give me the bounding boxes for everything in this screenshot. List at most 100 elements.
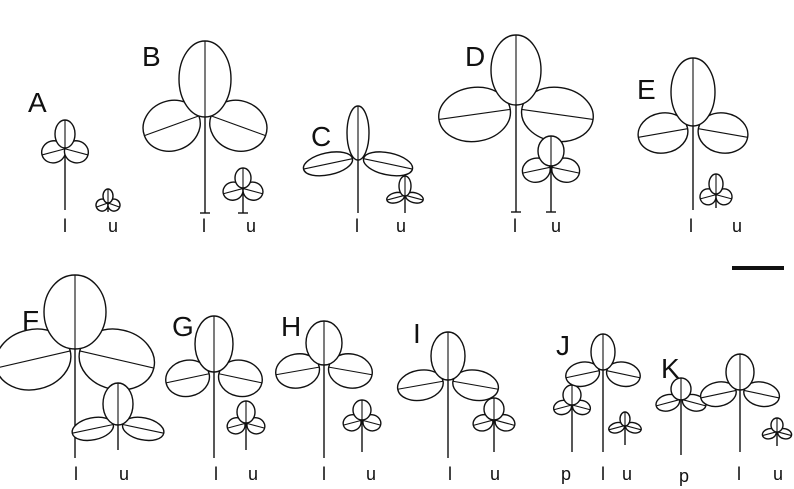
leaflet-midrib	[72, 423, 114, 434]
leaflet-midrib	[363, 419, 381, 426]
panel-letter: H	[281, 311, 301, 342]
leaflet	[697, 112, 749, 154]
panel-letter: C	[311, 121, 331, 152]
trifoliate-leaf	[472, 397, 516, 452]
leaflet-midrib	[386, 194, 405, 201]
leaflet-midrib	[716, 194, 732, 200]
trifoliate-leaf	[521, 135, 581, 213]
leaflet-midrib	[551, 166, 580, 174]
leaflet-midrib	[79, 350, 154, 369]
leaflet	[327, 353, 373, 389]
leaflet-midrib	[405, 194, 424, 201]
leaflet	[302, 151, 354, 177]
trifoliate-leaf	[699, 353, 781, 452]
leaf-type-label: l	[689, 216, 693, 236]
leaflet	[142, 99, 201, 152]
leaflet-midrib	[608, 425, 625, 431]
leaflet	[490, 34, 542, 106]
leaf-type-label: u	[773, 464, 783, 484]
leaf-type-label: l	[513, 216, 517, 236]
leaflet-midrib	[777, 431, 792, 437]
leaflet	[71, 416, 115, 442]
trifoliate-leaf	[226, 400, 266, 450]
leaflet	[362, 151, 414, 177]
trifoliate-leaf	[565, 333, 641, 452]
leaflet	[619, 411, 631, 427]
trifoliate-leaf	[71, 382, 165, 450]
leaf-type-label: u	[622, 464, 632, 484]
trifoliate-leaf	[40, 119, 90, 210]
trifoliate-leaf	[438, 34, 594, 213]
leaf-type-label: l	[63, 216, 67, 236]
trifoliate-leaf	[165, 315, 263, 458]
leaflet	[562, 384, 582, 406]
leaflet	[699, 381, 737, 408]
leaf-type-label: l	[74, 464, 78, 484]
leaflet-midrib	[108, 202, 120, 208]
leaflet-midrib	[122, 423, 164, 434]
leaf-type-label: l	[355, 216, 359, 236]
leaflet-midrib	[572, 404, 591, 411]
leaflet-midrib	[243, 188, 263, 195]
leaflet	[43, 274, 107, 350]
leaflet	[452, 369, 500, 402]
leaf-type-label: u	[366, 464, 376, 484]
trifoliate-leaf	[552, 384, 592, 452]
trifoliate-leaf	[0, 274, 156, 458]
leaf-type-label: u	[108, 216, 118, 236]
leaflet	[637, 112, 689, 154]
leaflet-midrib	[247, 422, 265, 429]
trifoliate-leaf	[222, 167, 264, 214]
leaflet	[743, 381, 781, 408]
leaflet-midrib	[625, 425, 642, 431]
leaf-type-label: u	[732, 216, 742, 236]
leaflet-midrib	[700, 389, 737, 399]
leaflet-midrib	[606, 370, 641, 379]
leaflet-midrib	[165, 373, 210, 384]
leaflet	[670, 57, 716, 127]
leaflet-midrib	[363, 158, 413, 170]
panel-letter: F	[22, 305, 39, 336]
leaflet-midrib	[638, 128, 688, 138]
leaf-type-label: u	[551, 216, 561, 236]
leaflet	[608, 421, 626, 434]
leaflet	[565, 361, 601, 388]
leaflet-midrib	[144, 115, 200, 137]
trifoliate-leaf	[608, 411, 642, 445]
leaflet-midrib	[0, 350, 71, 369]
trifoliate-leaf	[275, 320, 373, 458]
leaflet	[275, 353, 321, 389]
leaflet	[236, 400, 256, 424]
leaflet	[551, 157, 581, 183]
leaflet-midrib	[41, 148, 66, 156]
leaflet	[708, 173, 724, 195]
leaflet	[605, 361, 641, 388]
leaflet	[483, 397, 505, 421]
leaflet-midrib	[275, 366, 320, 376]
leaflet	[194, 315, 234, 373]
trifoliate-leaf	[342, 399, 382, 452]
leaflet	[102, 382, 134, 426]
leaflet	[404, 191, 424, 204]
leaflet	[770, 417, 784, 433]
leaf-type-label: l	[601, 464, 605, 484]
leaf-type-label: p	[679, 466, 689, 486]
leaflet-midrib	[64, 148, 89, 156]
leaf-type-label: u	[248, 464, 258, 484]
panel-letter: I	[413, 318, 421, 349]
leaflet	[305, 320, 343, 366]
trifoliate-leaf	[386, 175, 424, 213]
leaflet	[521, 157, 551, 183]
trifoliate-leaf	[142, 40, 268, 214]
leaf-type-label: u	[246, 216, 256, 236]
leaflet-midrib	[473, 419, 493, 426]
leaflet	[430, 331, 466, 381]
leaflet	[725, 353, 755, 391]
